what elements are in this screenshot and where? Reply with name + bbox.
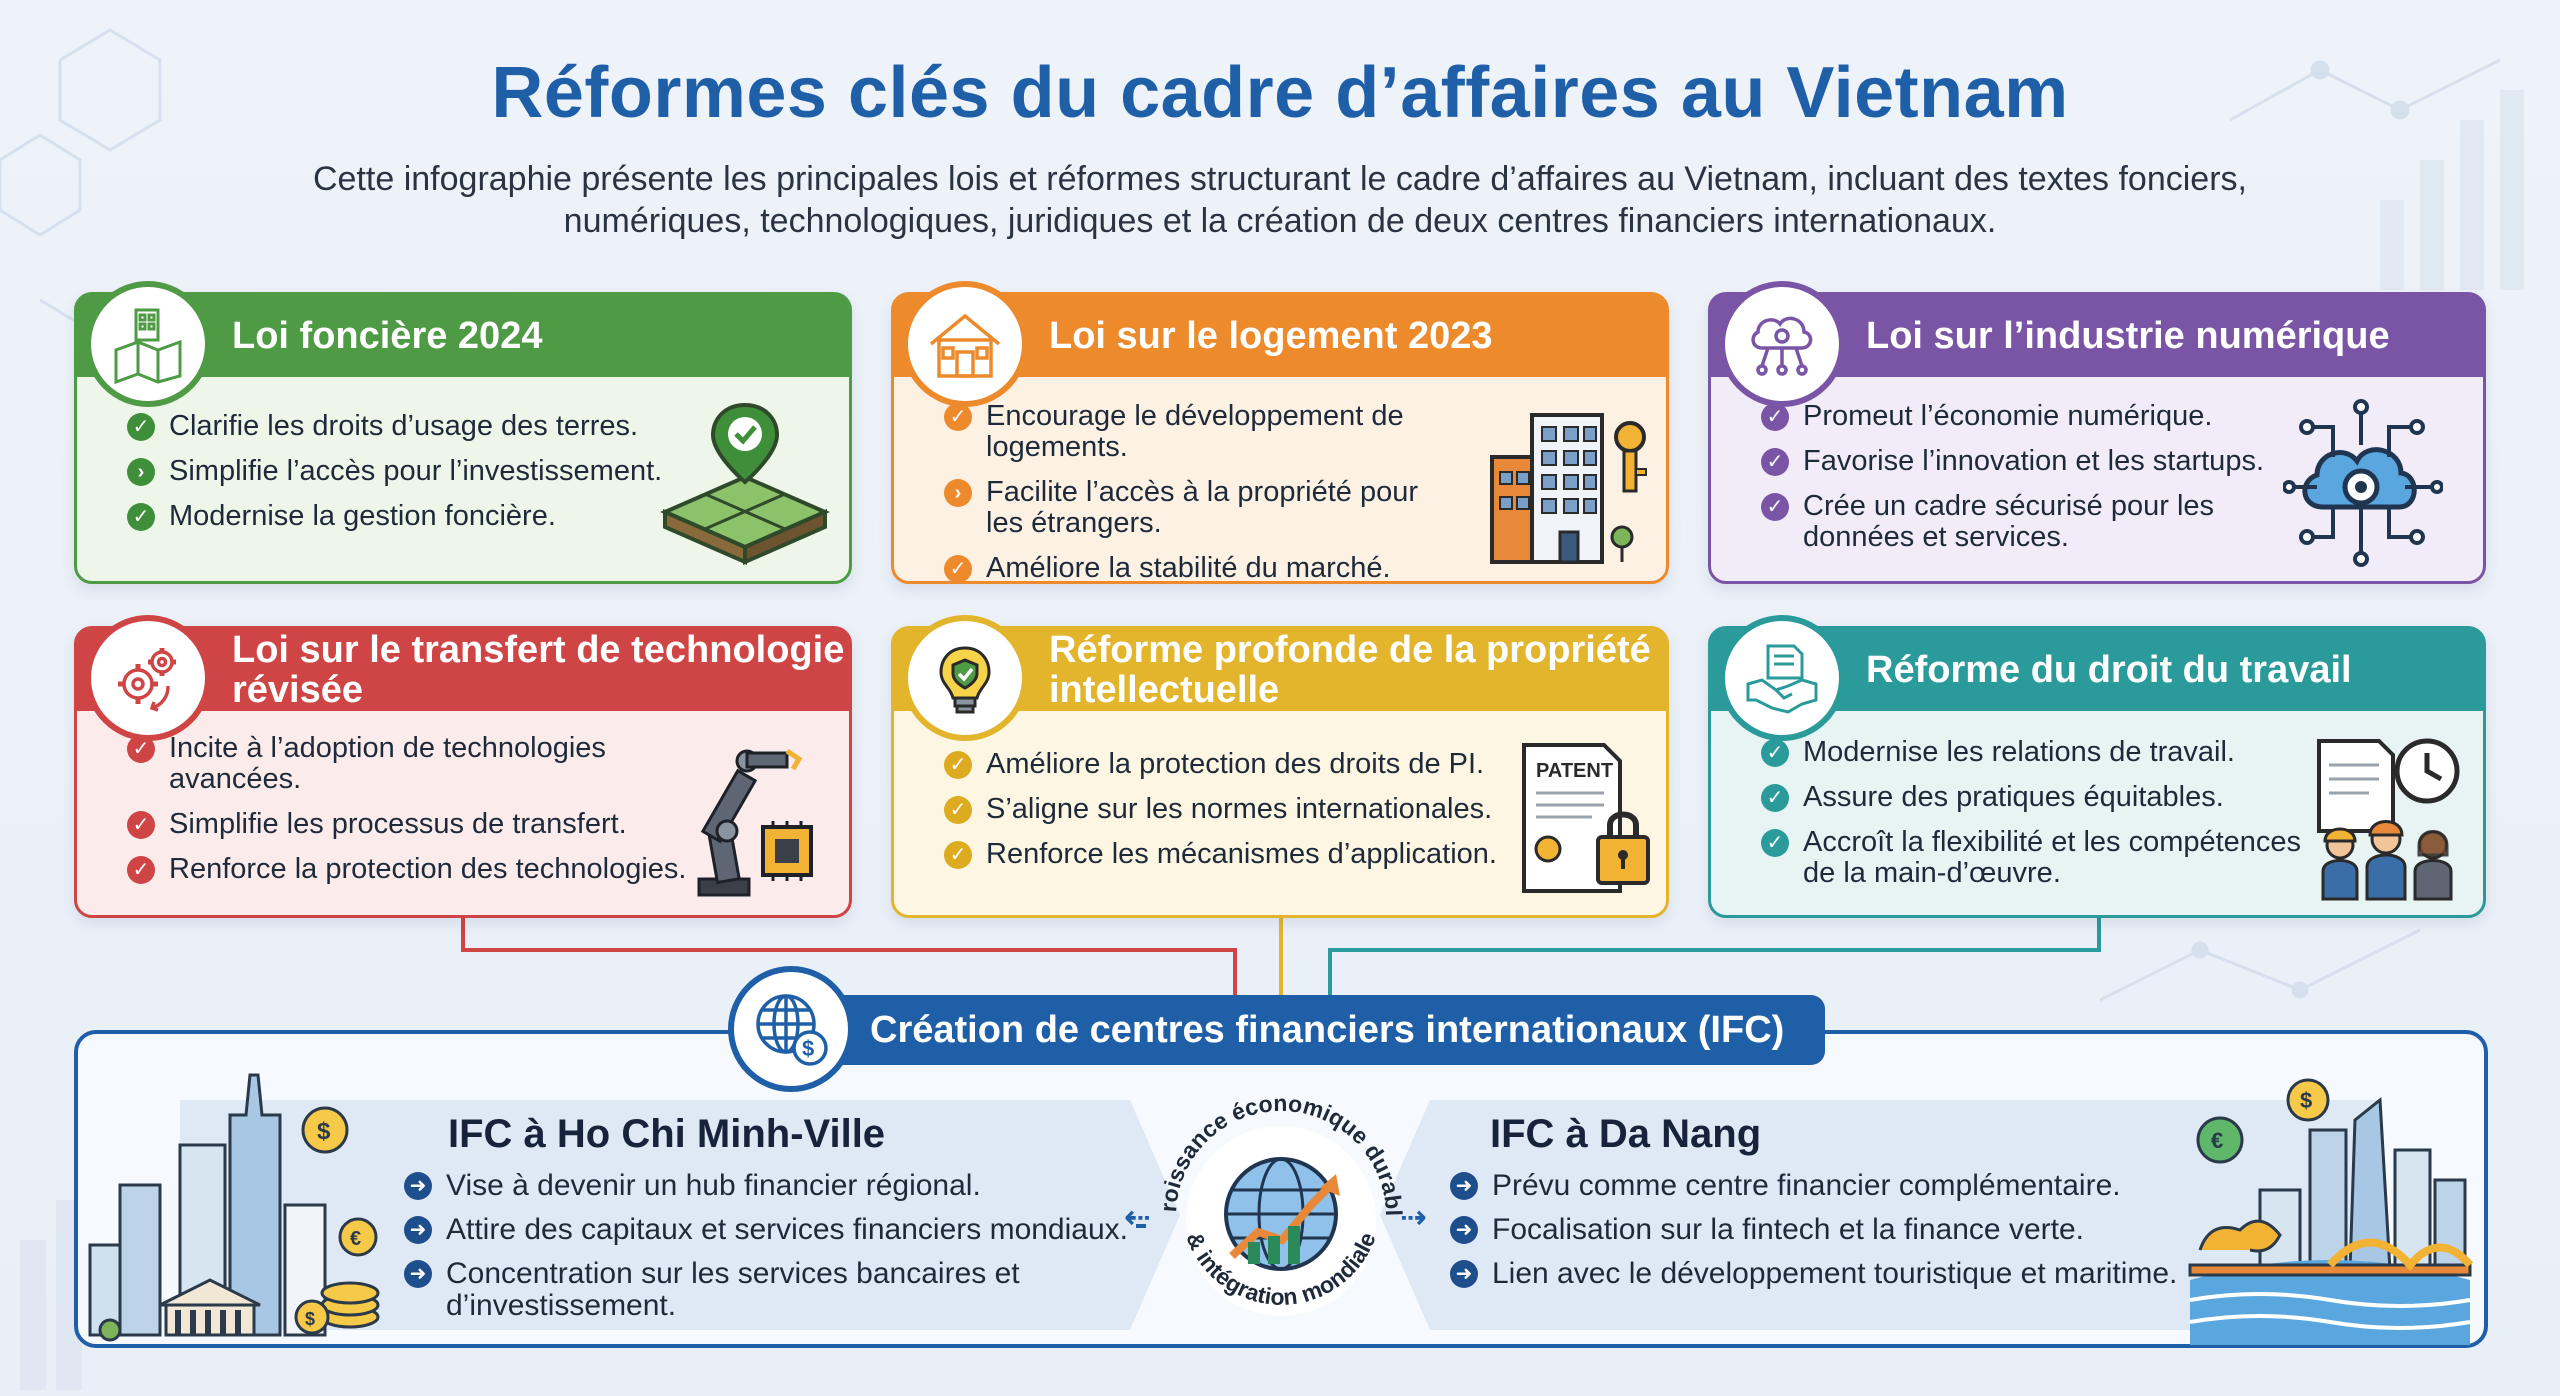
building-key-icon: [1472, 397, 1652, 567]
list-item: ✓S’aligne sur les normes internationales…: [944, 794, 1544, 825]
list-item: ›Facilite l’accès à la propriété pour le…: [944, 477, 1444, 539]
hcmc-skyline-coins-icon: $ € $: [80, 1055, 390, 1345]
check-icon: ✓: [127, 413, 155, 441]
card-title: Réforme du droit du travail: [1711, 629, 2483, 711]
list-item: ✓Renforce les mécanismes d’application.: [944, 839, 1544, 870]
list-item: ›Simplifie l’accès pour l’investissement…: [127, 456, 687, 487]
list-item: ➜Attire des capitaux et services financi…: [404, 1214, 1144, 1246]
check-icon: ✓: [127, 503, 155, 531]
check-icon: ✓: [127, 735, 155, 763]
ifc-banner: Création de centres financiers internati…: [740, 995, 1825, 1065]
page-subtitle: Cette infographie présente les principal…: [313, 160, 2247, 240]
svg-text:€: €: [350, 1228, 361, 1250]
card-propriete-intellectuelle: Réforme profonde de la propriété intelle…: [891, 615, 1669, 918]
card-list: ✓Améliore la protection des droits de PI…: [944, 749, 1544, 884]
arrow-right-icon: ⇢: [1400, 1199, 1427, 1235]
check-icon: ✓: [1761, 448, 1789, 476]
robot-arm-chip-icon: [689, 731, 819, 901]
card-loi-fonciere: Loi foncière 2024 ✓Clarifie les droits d…: [74, 281, 852, 584]
list-item: ✓Incite à l’adoption de technologies ava…: [127, 733, 647, 795]
ifc-hcmc-title: IFC à Ho Chi Minh-Ville: [448, 1112, 886, 1156]
svg-text:$: $: [802, 1036, 814, 1061]
card-droit-travail: Réforme du droit du travail ✓Modernise l…: [1708, 615, 2486, 918]
card-loi-logement: Loi sur le logement 2023 ✓Encourage le d…: [891, 281, 1669, 584]
list-item: ✓Modernise les relations de travail.: [1761, 737, 2321, 768]
arrow-right-circle-icon: ➜: [1450, 1216, 1478, 1244]
house-icon: [902, 281, 1028, 407]
list-item: ➜Focalisation sur la fintech et la finan…: [1450, 1214, 2190, 1246]
card-transfert-technologie: Loi sur le transfert de technologie révi…: [74, 615, 852, 918]
list-item: ✓Accroît la flexibilité et les compétenc…: [1761, 827, 2321, 889]
arrow-right-circle-icon: ➜: [1450, 1172, 1478, 1200]
list-item: ✓Renforce la protection des technologies…: [127, 854, 727, 885]
land-map-icon: [85, 281, 211, 407]
page-title: Réformes clés du cadre d’affaires au Vie…: [491, 53, 2069, 133]
check-icon: ›: [944, 479, 972, 507]
check-icon: ✓: [944, 403, 972, 431]
arrow-right-circle-icon: ➜: [1450, 1260, 1478, 1288]
circuit-cloud-icon: [2282, 397, 2463, 567]
check-icon: ✓: [1761, 493, 1789, 521]
handshake-document-icon: [1719, 615, 1845, 741]
list-item: ✓Assure des pratiques équitables.: [1761, 782, 2321, 813]
check-icon: ✓: [1761, 403, 1789, 431]
list-item: ✓Clarifie les droits d’usage des terres.: [127, 411, 687, 442]
list-item: ✓Favorise l’innovation et les startups.: [1761, 446, 2301, 477]
ifc-danang-list: ➜Prévu comme centre financier complément…: [1450, 1170, 2190, 1302]
ifc-hcmc-list: ➜Vise à devenir un hub financier régiona…: [404, 1170, 1144, 1334]
arrow-right-circle-icon: ➜: [404, 1216, 432, 1244]
list-item: ✓Encourage le développement de logements…: [944, 401, 1524, 463]
list-item: ✓Simplifie les processus de transfert.: [127, 809, 727, 840]
arrow-left-icon: ⇠: [1124, 1199, 1151, 1235]
land-plot-pin-icon: [655, 397, 835, 567]
check-icon: ✓: [944, 796, 972, 824]
check-icon: ✓: [1761, 829, 1789, 857]
danang-dragon-bridge-icon: $ €: [2180, 1060, 2480, 1345]
list-item: ✓Modernise la gestion foncière.: [127, 501, 687, 532]
svg-text:€: €: [2211, 1128, 2223, 1153]
workers-clock-icon: [2309, 731, 2469, 901]
card-title: Loi sur le transfert de technologie révi…: [77, 629, 849, 711]
list-item: ✓Améliore la stabilité du marché.: [944, 553, 1524, 584]
gears-icon: [85, 615, 211, 741]
check-icon: ›: [127, 458, 155, 486]
patent-lock-icon: PATENT: [1512, 731, 1652, 901]
list-item: ➜Lien avec le développement touristique …: [1450, 1258, 2190, 1290]
check-icon: ✓: [944, 751, 972, 779]
card-industrie-numerique: Loi sur l’industrie numérique ✓Promeut l…: [1708, 281, 2486, 584]
check-icon: ✓: [127, 856, 155, 884]
check-icon: ✓: [944, 555, 972, 583]
check-icon: ✓: [944, 841, 972, 869]
arrow-right-circle-icon: ➜: [404, 1260, 432, 1288]
svg-text:$: $: [305, 1309, 315, 1329]
svg-text:$: $: [317, 1118, 331, 1145]
list-item: ➜Vise à devenir un hub financier régiona…: [404, 1170, 1144, 1202]
card-list: ✓Clarifie les droits d’usage des terres.…: [127, 411, 687, 546]
card-list: ✓Promeut l’économie numérique. ✓Favorise…: [1761, 401, 2301, 567]
svg-text:$: $: [2300, 1088, 2312, 1113]
growth-emblem: Croissance économique durable & intégrat…: [1128, 1065, 1426, 1346]
list-item: ✓Promeut l’économie numérique.: [1761, 401, 2301, 432]
list-item: ✓Crée un cadre sécurisé pour les données…: [1761, 491, 2221, 553]
list-item: ✓Améliore la protection des droits de PI…: [944, 749, 1544, 780]
ifc-danang-title: IFC à Da Nang: [1490, 1112, 1762, 1156]
globe-growth-chart-icon: [1224, 1157, 1340, 1271]
list-item: ➜Concentration sur les services bancaire…: [404, 1258, 1044, 1322]
list-item: ➜Prévu comme centre financier complément…: [1450, 1170, 2190, 1202]
card-list: ✓Encourage le développement de logements…: [944, 401, 1524, 598]
globe-dollar-icon: $: [728, 966, 854, 1092]
check-icon: ✓: [1761, 784, 1789, 812]
check-icon: ✓: [1761, 739, 1789, 767]
card-list: ✓Incite à l’adoption de technologies ava…: [127, 733, 727, 899]
card-list: ✓Modernise les relations de travail. ✓As…: [1761, 737, 2321, 903]
svg-text:PATENT: PATENT: [1536, 760, 1613, 782]
arrow-right-circle-icon: ➜: [404, 1172, 432, 1200]
check-icon: ✓: [127, 811, 155, 839]
lightbulb-shield-icon: [902, 615, 1028, 741]
